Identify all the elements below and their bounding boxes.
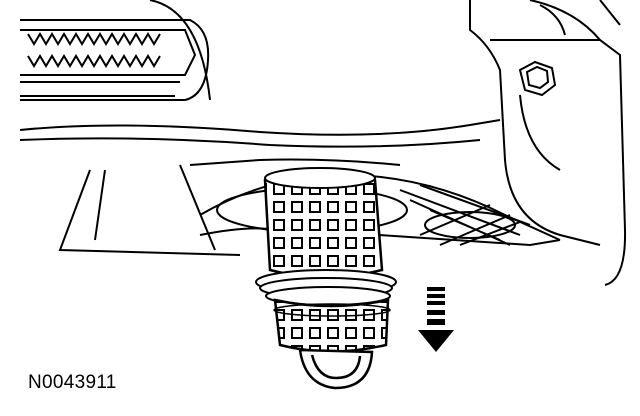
valve-body bbox=[19, 119, 561, 256]
filter-pull-tab bbox=[298, 348, 374, 390]
figure-id-label: N0043911 bbox=[28, 372, 117, 393]
transmission-case bbox=[469, 0, 627, 286]
filter-neck bbox=[273, 298, 391, 353]
filter-seal-rings bbox=[255, 269, 397, 306]
cooler-assembly bbox=[20, 0, 211, 101]
hex-bolt bbox=[518, 60, 557, 97]
down-arrow-icon bbox=[418, 287, 454, 352]
filter-body bbox=[263, 167, 384, 279]
